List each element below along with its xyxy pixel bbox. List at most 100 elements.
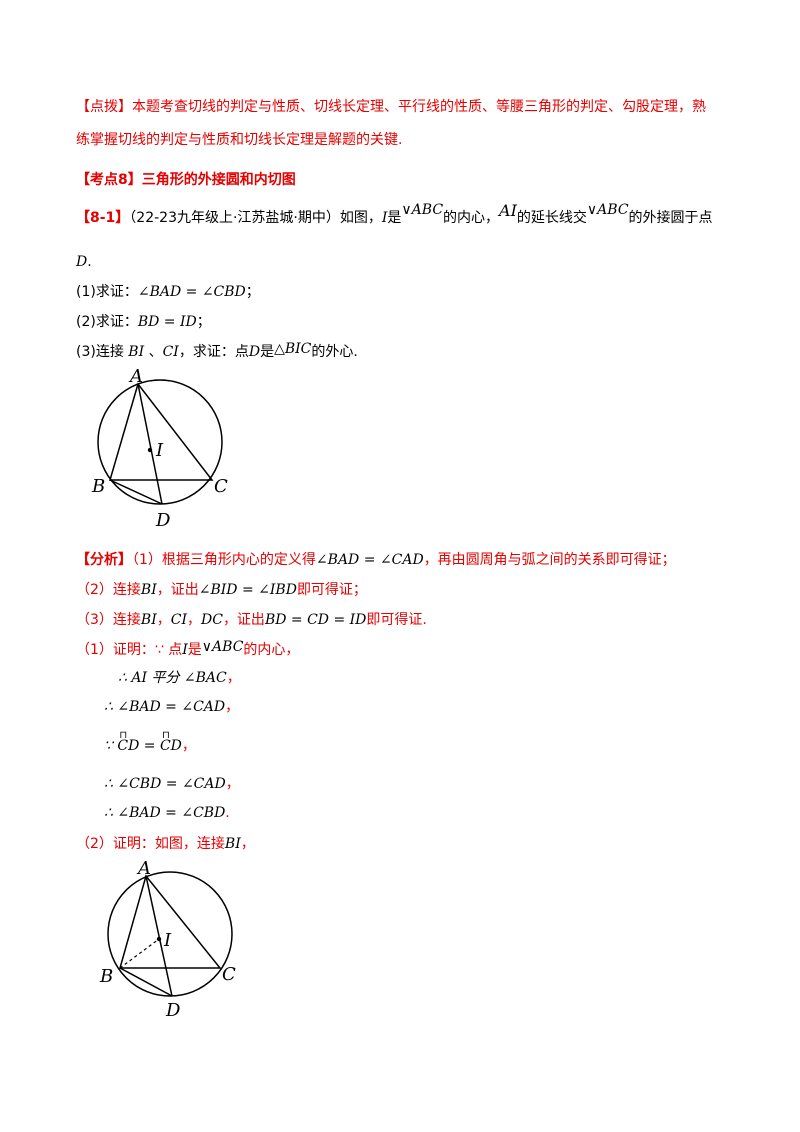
- question-2: (2)求证：BD = ID；: [76, 312, 211, 332]
- label-i: I: [163, 930, 172, 951]
- proof2-head: （2）证明：如图，连接BI，: [76, 834, 255, 854]
- analysis-math: ∠BAD = ∠CAD: [315, 552, 424, 568]
- q3-text: (3)连接: [76, 344, 124, 360]
- q2-end: ；: [196, 314, 211, 330]
- analysis-line-2: （2）连接BI，证出∠BID = ∠IBD即可得证；: [76, 580, 367, 600]
- problem-stem-end: D.: [76, 252, 92, 272]
- analysis-text: ，: [187, 612, 201, 628]
- math-triangle-abc: ∨ABC: [401, 202, 444, 218]
- analysis-text: 即可得证；: [296, 582, 367, 598]
- analysis-label: 【分析】: [76, 552, 132, 568]
- q3-math: D: [248, 344, 261, 360]
- proof-math: ∨ABC: [201, 639, 244, 655]
- triangle-abc: [109, 382, 214, 481]
- segment-bd: [109, 479, 163, 505]
- proof1-step-4: ∴ ∠CBD = ∠CAD，: [104, 774, 240, 794]
- math-i: I: [381, 210, 388, 226]
- proof1-step-3: ∵ ⊓CD = ⊓CD，: [104, 730, 196, 756]
- proof-math: ∵: [104, 738, 113, 754]
- analysis-line-3: （3）连接BI，CI，DC，证出BD = CD = ID即可得证.: [76, 610, 427, 630]
- stem-text: 的外接圆于点: [628, 210, 713, 226]
- analysis-text: ，证出: [156, 582, 199, 598]
- proof-math: ∴ AI 平分 ∠BAC: [118, 670, 227, 686]
- analysis-text: ，证出: [222, 612, 265, 628]
- label-a: A: [128, 368, 143, 387]
- stem-text: .: [87, 254, 92, 270]
- proof1-step-1: ∴ AI 平分 ∠BAC，: [118, 668, 241, 688]
- q3-math: BI: [128, 344, 145, 360]
- tip-label: 【点拨】: [76, 99, 132, 115]
- proof-text: .: [225, 805, 230, 821]
- analysis-math: BI: [140, 612, 157, 628]
- analysis-math: BD = CD = ID: [264, 612, 367, 628]
- circumcircle: [107, 871, 233, 997]
- q3-text: 是: [260, 344, 275, 360]
- analysis-text: （3）连接: [76, 612, 141, 628]
- q2-label: (2)求证：: [76, 314, 138, 330]
- proof-text: ，: [181, 738, 196, 754]
- analysis-text: （2）连接: [76, 582, 141, 598]
- analysis-math: ∠BID = ∠IBD: [198, 582, 297, 598]
- label-c: C: [214, 476, 228, 497]
- geometry-figure-1: A B C D I: [91, 368, 228, 531]
- analysis-line-1: 【分析】（1）根据三角形内心的定义得∠BAD = ∠CAD，再由圆周角与弧之间的…: [76, 550, 676, 570]
- label-b: B: [91, 476, 105, 497]
- proof-text: ，: [225, 699, 240, 715]
- q3-text: 的外心.: [311, 344, 358, 360]
- analysis-math: CI: [170, 612, 187, 628]
- incenter-point: [147, 447, 153, 453]
- q1-label: (1)求证：: [76, 284, 138, 300]
- analysis-text: （1）根据三角形内心的定义得: [132, 552, 316, 568]
- q1-math: ∠BAD = ∠CBD: [137, 284, 246, 300]
- segment-ad: [145, 875, 173, 997]
- label-b: B: [99, 966, 113, 987]
- q3-math: △BIC: [274, 341, 312, 357]
- arc-mark-icon: ⊓: [119, 730, 128, 741]
- incenter-point: [156, 936, 162, 942]
- tip-text-1: 本题考查切线的判定与性质、切线长定理、平行线的性质、等腰三角形的判定、勾股定理，…: [132, 99, 706, 115]
- section-title: 【考点8】三角形的外接圆和内切图: [76, 172, 296, 188]
- triangle-abc: [119, 874, 222, 969]
- analysis-math: DC: [201, 612, 223, 628]
- segment-bd: [119, 967, 173, 997]
- geometry-figure-2: A B C D I: [99, 860, 236, 1021]
- proof1-step-5: ∴ ∠BAD = ∠CBD.: [104, 803, 230, 823]
- stem-text: 的延长线交: [516, 210, 587, 226]
- q3-text: 、: [148, 344, 163, 360]
- analysis-text: ，: [156, 612, 171, 628]
- stem-text: 是: [387, 210, 402, 226]
- circumcircle: [97, 379, 223, 505]
- math-ai: AI: [499, 201, 517, 220]
- proof-text: 的内心，: [243, 642, 300, 658]
- label-a: A: [136, 860, 151, 879]
- segment-bi-dashed: [119, 938, 160, 969]
- label-d: D: [165, 1000, 181, 1021]
- arc-mark-icon: ⊓: [161, 730, 170, 741]
- proof1-step-2: ∴ ∠BAD = ∠CAD，: [104, 697, 239, 717]
- proof-math: =: [139, 738, 160, 754]
- q3-text: ，求证：点: [178, 344, 249, 360]
- analysis-text: 即可得证.: [366, 612, 427, 628]
- proof-math: ∴ ∠BAD = ∠CBD: [104, 805, 226, 821]
- proof-math: CD: [117, 738, 140, 754]
- proof-text: ，: [225, 776, 240, 792]
- proof-text: ，: [240, 836, 255, 852]
- proof-text: ，: [226, 670, 241, 686]
- proof-text: （1）证明：∵ 点: [76, 642, 183, 658]
- proof1-head: （1）证明：∵ 点I是∨ABC的内心，: [76, 639, 300, 660]
- problem-stem: 【8-1】（22-23九年级上·江苏盐城·期中）如图，I是∨ABC的内心，AI的…: [76, 201, 713, 228]
- analysis-text: ，再由圆周角与弧之间的关系即可得证；: [423, 552, 676, 568]
- math-d: D: [76, 254, 88, 270]
- proof-math: ∴ ∠BAD = ∠CAD: [104, 699, 226, 715]
- analysis-math: BI: [140, 582, 157, 598]
- label-c: C: [222, 964, 236, 985]
- tip-line-2: 练掌握切线的判定与性质和切线长定理是解题的关键.: [76, 132, 403, 148]
- proof-math: CD: [159, 738, 182, 754]
- stem-text: 的内心，: [443, 210, 500, 226]
- q1-end: ；: [245, 284, 260, 300]
- question-1: (1)求证：∠BAD = ∠CBD；: [76, 282, 260, 302]
- label-d: D: [155, 510, 171, 531]
- proof-math: BI: [224, 836, 241, 852]
- tip-line-1: 【点拨】本题考查切线的判定与性质、切线长定理、平行线的性质、等腰三角形的判定、勾…: [76, 97, 706, 117]
- q3-math: CI: [162, 344, 179, 360]
